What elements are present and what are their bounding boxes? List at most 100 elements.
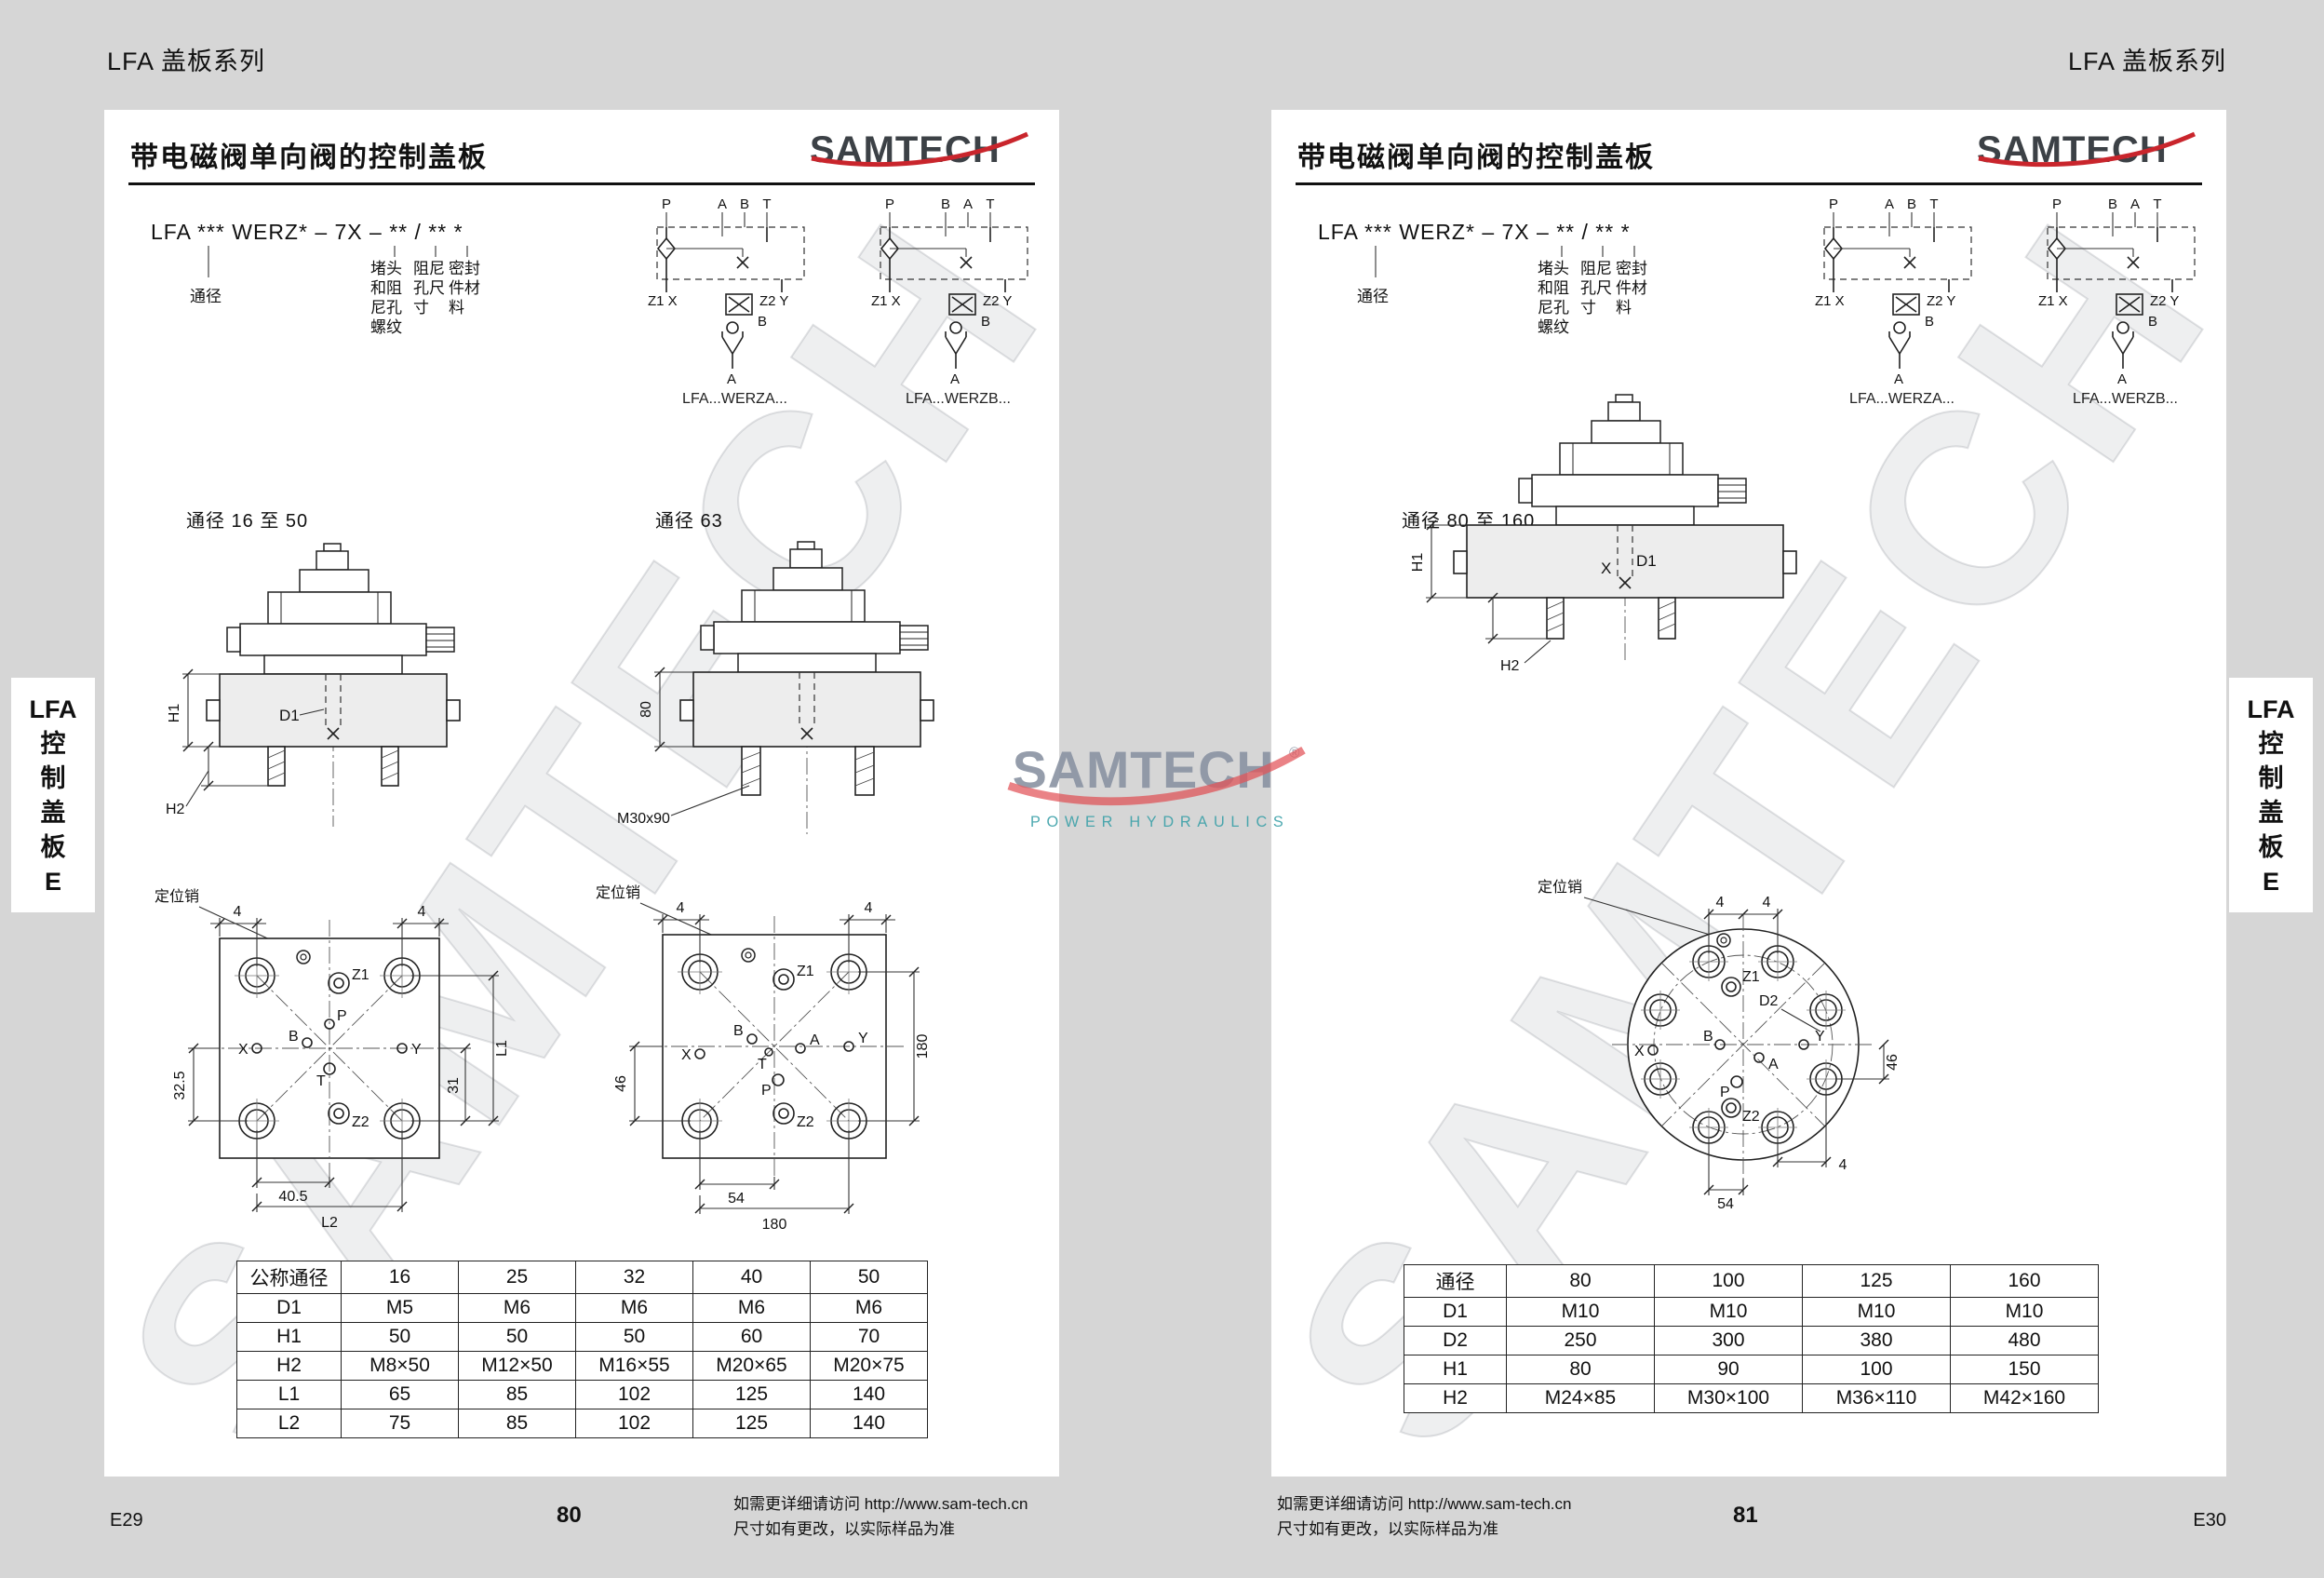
cell: 150 — [1950, 1355, 2099, 1384]
label-orifice-size: 阻尼 孔尺 寸 — [1580, 260, 1612, 317]
dimension-table: 通径 80 100 125 160 D1 M10 M10 M10 M10 D2 … — [1404, 1264, 2099, 1413]
dowel-pin-label: 定位销 — [596, 884, 640, 901]
tab-line: 制 — [40, 763, 66, 792]
label-diameter: 通径 — [1357, 288, 1389, 305]
cell: 80 — [1506, 1264, 1655, 1298]
cell: 50 — [458, 1322, 576, 1352]
header-divider — [128, 182, 1035, 185]
logo-swoosh — [811, 131, 1029, 168]
cell: M8×50 — [341, 1351, 459, 1381]
port-label-z1: Z1 — [352, 967, 369, 983]
port-label-b: B — [941, 196, 950, 212]
cell: M10 — [1654, 1297, 1803, 1327]
port-label-a: A — [1885, 196, 1894, 212]
schematic-drawing: P A B T Z1 X Z2 Y B A — [648, 196, 805, 387]
dim-4-top-left: 4 — [1716, 895, 1725, 910]
watermark-logo-text: SAMTECH — [1013, 741, 1275, 799]
cell: 85 — [458, 1380, 576, 1409]
dim-31: 31 — [446, 1077, 462, 1094]
tab-line: E — [44, 867, 61, 896]
cell: H1 — [236, 1322, 342, 1352]
schematic-drawing: P A B T Z1 X Z2 Y B A — [1815, 196, 1972, 387]
cell: M12×50 — [458, 1351, 576, 1381]
port-label-p: P — [662, 196, 671, 212]
cell: 16 — [341, 1261, 459, 1294]
pilot-label-z1x: Z1 X — [871, 293, 901, 309]
dim-label-h2: H2 — [1500, 658, 1520, 674]
port-label-y: Y — [1815, 1029, 1825, 1045]
port-label-z1: Z1 — [1742, 969, 1760, 985]
cell: 50 — [810, 1261, 928, 1294]
port-label-a2: A — [727, 371, 736, 386]
port-label-a: A — [2130, 196, 2140, 212]
tab-line: 板 — [40, 832, 66, 861]
tab-line: 板 — [2258, 832, 2284, 861]
hydraulic-schematic-werza: P A B T Z1 X Z2 Y B A LFA...WERZA... — [1811, 196, 1993, 408]
cell: 85 — [458, 1409, 576, 1438]
schematic-caption: LFA...WERZB... — [2073, 391, 2178, 407]
label-plug-thread: 堵头 和阻 尼孔 螺纹 — [1538, 260, 1569, 336]
dim-label-d1: D1 — [279, 707, 300, 724]
cell: 250 — [1506, 1326, 1655, 1355]
cell: M24×85 — [1506, 1383, 1655, 1413]
port-label-p: P — [885, 196, 894, 212]
cell: 160 — [1950, 1264, 2099, 1298]
side-tab-left: LFA 控 制 盖 板 E — [11, 678, 95, 912]
bottom-view-dn63: 定位销 Z1 B T A X Y P Z2 4 4 46 — [596, 884, 931, 1233]
dim-180-bottom: 180 — [762, 1217, 787, 1233]
port-label-y: Y — [858, 1031, 868, 1046]
port-label-a: A — [1768, 1057, 1779, 1072]
samtech-watermark-logo: SAMTECH ® POWER HYDRAULICS — [1007, 734, 1314, 844]
dim-label-h1: H1 — [1410, 553, 1426, 573]
schematic-drawing: P B A T Z1 X Z2 Y B A — [871, 196, 1028, 387]
port-label-b2: B — [758, 314, 767, 330]
table-header-row: 公称通径 16 25 32 40 50 — [236, 1261, 928, 1294]
port-label-b2: B — [981, 314, 990, 330]
footer-note-url: 如需更详细请访问 http://www.sam-tech.cn — [733, 1495, 1028, 1513]
side-tab-right: LFA 控 制 盖 板 E — [2229, 678, 2313, 912]
cell: M42×160 — [1950, 1383, 2099, 1413]
footer-notes-left: 如需更详细请访问 http://www.sam-tech.cn 尺寸如有更改，以… — [733, 1491, 1028, 1542]
tab-line: LFA — [29, 695, 77, 723]
hydraulic-schematic-werzb: P B A T Z1 X Z2 Y B A LFA...WERZB... — [2035, 196, 2216, 408]
series-header-left: LFA 盖板系列 — [107, 47, 266, 75]
port-label-b: B — [2108, 196, 2117, 212]
page-title: 带电磁阀单向阀的控制盖板 — [130, 142, 488, 173]
side-view-dn80-160: X D1 H1 H2 — [1410, 394, 1797, 674]
cell: 70 — [810, 1322, 928, 1352]
port-label-y: Y — [411, 1042, 422, 1058]
port-label-p: P — [1720, 1085, 1730, 1100]
pilot-label-z2y: Z2 Y — [759, 293, 788, 309]
table-row: H2 M24×85 M30×100 M36×110 M42×160 — [1404, 1383, 2099, 1413]
catalog-page-right: SAMTECH 带电磁阀单向阀的控制盖板 SAMTECH LFA *** WER… — [1271, 110, 2226, 1477]
pilot-label-z2y: Z2 Y — [983, 293, 1012, 309]
port-label-x: X — [1634, 1044, 1645, 1059]
pilot-label-z1x: Z1 X — [648, 293, 678, 309]
port-label-b: B — [1703, 1029, 1713, 1045]
port-label-t: T — [762, 196, 771, 212]
cell: 480 — [1950, 1326, 2099, 1355]
label-diameter: 通径 — [190, 288, 222, 305]
cell: 100 — [1802, 1355, 1951, 1384]
port-label-a2: A — [2117, 371, 2127, 386]
cell: H2 — [1404, 1383, 1507, 1413]
dim-180-right: 180 — [915, 1034, 931, 1059]
pilot-label-z1x: Z1 X — [2038, 293, 2068, 309]
dim-label-h1: H1 — [167, 704, 182, 723]
dowel-pin-label: 定位销 — [1538, 879, 1582, 896]
cell: 60 — [692, 1322, 811, 1352]
port-label-z1: Z1 — [797, 964, 814, 979]
dowel-pin-label: 定位销 — [154, 888, 199, 905]
section-label-dn16-50: 通径 16 至 50 — [186, 511, 309, 532]
dim-label-80: 80 — [638, 701, 654, 718]
hydraulic-schematic-werza: P A B T Z1 X Z2 Y B A LFA...WERZA... — [644, 196, 826, 408]
cell: M16×55 — [575, 1351, 693, 1381]
cell: 50 — [575, 1322, 693, 1352]
port-label-x: X — [238, 1042, 249, 1058]
pilot-label-z2y: Z2 Y — [2150, 293, 2179, 309]
port-label-t: T — [1929, 196, 1938, 212]
label-plug-thread: 堵头 和阻 尼孔 螺纹 — [370, 260, 402, 336]
port-label-z2: Z2 — [352, 1114, 369, 1130]
port-label-b2: B — [2148, 314, 2157, 330]
port-label-p: P — [2052, 196, 2062, 212]
